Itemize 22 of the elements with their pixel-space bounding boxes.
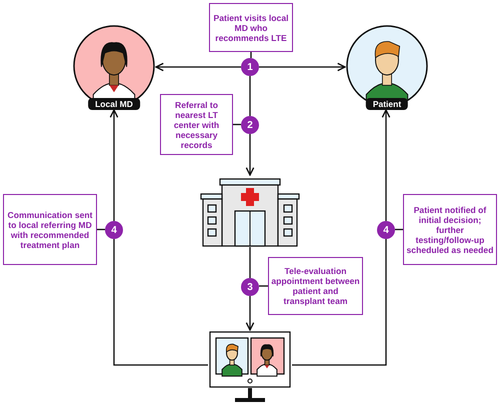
- connector-line: [292, 239, 387, 366]
- step-box: Patient visits local MD who recommends LTE: [209, 3, 293, 52]
- step-number: 1: [241, 58, 259, 76]
- arrow: [259, 62, 346, 72]
- arrow: [246, 134, 254, 176]
- connector-line: [249, 247, 251, 278]
- name-tag: Patient: [366, 98, 408, 110]
- connector-line: [113, 239, 208, 366]
- step-box: Patient notified of initial decision; further testing/follow-up scheduled as needed: [403, 194, 497, 265]
- arrow: [155, 62, 241, 72]
- step-number: 3: [241, 278, 259, 296]
- connector-line: [249, 76, 251, 116]
- arrow: [382, 109, 390, 221]
- step-box: Tele-evaluation appointment between patient and transplant team: [268, 257, 363, 315]
- step-number: 4: [105, 221, 123, 239]
- arrow: [110, 109, 118, 221]
- step-number: 4: [377, 221, 395, 239]
- step-box: Referral to nearest LT center with necessary records: [160, 94, 233, 155]
- step-box: Communication sent to local referring MD with recommended treatment plan: [3, 194, 97, 265]
- arrow: [246, 296, 254, 331]
- name-tag: Local MD: [88, 98, 140, 110]
- step-number: 2: [241, 116, 259, 134]
